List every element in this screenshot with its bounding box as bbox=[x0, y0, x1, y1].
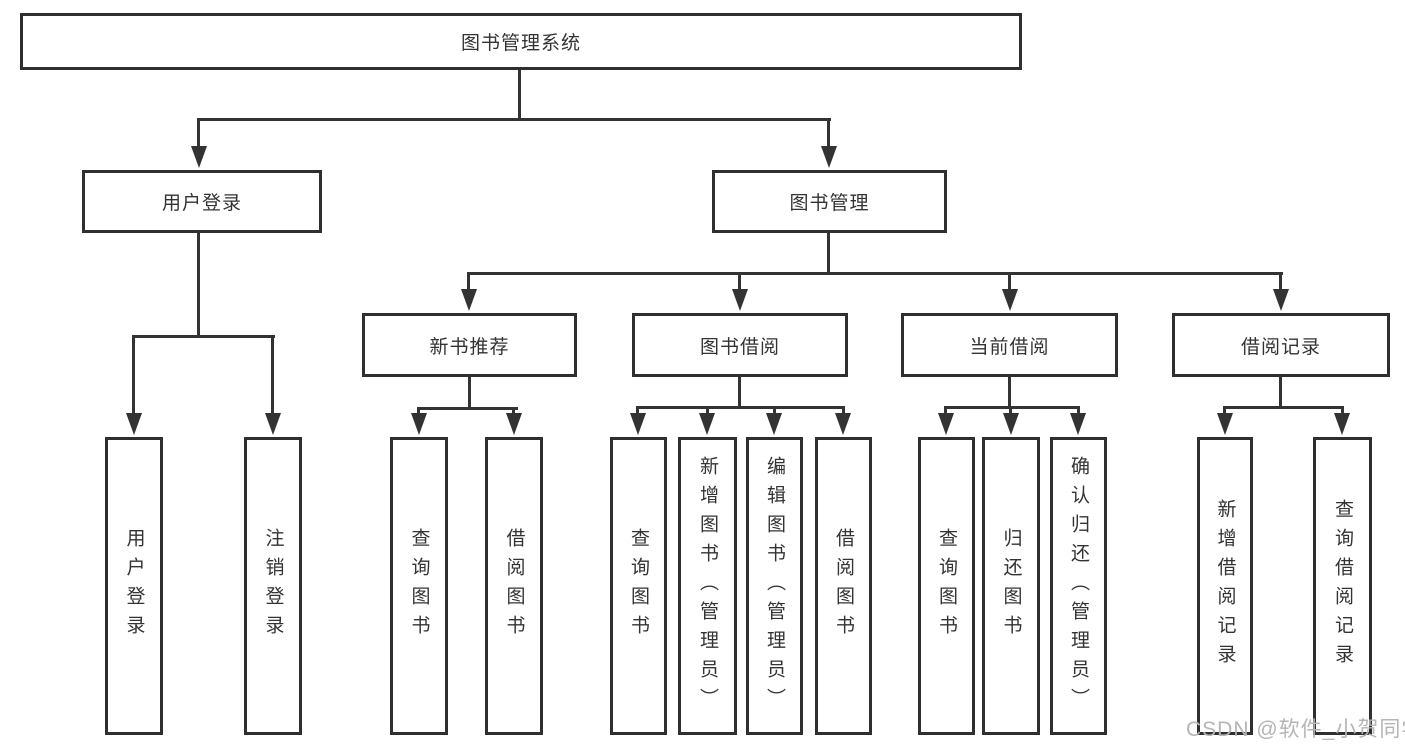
connector-segment bbox=[1008, 377, 1011, 406]
connector-segment bbox=[1223, 406, 1226, 417]
connector-segment bbox=[944, 406, 947, 417]
connector-segment bbox=[417, 407, 518, 410]
connector-segment bbox=[197, 118, 200, 150]
connector-segment bbox=[773, 406, 776, 417]
connector-segment bbox=[1279, 377, 1282, 406]
arrow-down-icon bbox=[1334, 413, 1350, 435]
leaf-label: 借阅图书 bbox=[503, 528, 525, 644]
arrow-down-icon bbox=[1003, 413, 1019, 435]
connector-segment bbox=[467, 272, 1283, 275]
node-user-login: 用户登录 bbox=[82, 170, 322, 233]
leaf-add-borrow-record: 新增借阅记录 bbox=[1197, 437, 1253, 735]
leaf-query-books-recommend: 查询图书 bbox=[390, 437, 448, 735]
arrow-down-icon bbox=[821, 146, 837, 168]
leaf-confirm-return-admin: 确认归还（管理员） bbox=[1050, 437, 1107, 735]
leaf-query-books-borrowing: 查询图书 bbox=[610, 437, 667, 735]
leaf-label: 归还图书 bbox=[1000, 528, 1022, 644]
arrow-down-icon bbox=[699, 413, 715, 435]
connector-segment bbox=[1341, 406, 1344, 417]
connector-segment bbox=[827, 118, 830, 150]
node-book-borrowing: 图书借阅 bbox=[632, 313, 848, 377]
connector-segment bbox=[132, 335, 135, 417]
node-new-book-recommendation: 新书推荐 bbox=[362, 313, 577, 377]
connector-segment bbox=[197, 233, 200, 335]
connector-segment bbox=[512, 407, 515, 417]
arrow-down-icon bbox=[1273, 289, 1289, 311]
connector-segment bbox=[706, 406, 709, 417]
connector-segment bbox=[1008, 272, 1011, 291]
connector-segment bbox=[1009, 406, 1012, 417]
leaf-label: 查询图书 bbox=[628, 528, 649, 644]
connector-segment bbox=[271, 335, 274, 417]
node-book-management: 图书管理 bbox=[712, 170, 947, 233]
leaf-user-login: 用户登录 bbox=[105, 437, 163, 735]
arrow-down-icon bbox=[265, 413, 281, 435]
arrow-down-icon bbox=[461, 289, 477, 311]
connector-segment bbox=[738, 272, 741, 291]
leaf-query-borrow-record: 查询借阅记录 bbox=[1313, 437, 1372, 735]
leaf-label: 编辑图书（管理员） bbox=[764, 455, 785, 717]
leaf-label: 确认归还（管理员） bbox=[1068, 455, 1089, 717]
connector-segment bbox=[842, 406, 845, 417]
leaf-label: 查询图书 bbox=[936, 528, 957, 644]
connector-segment bbox=[417, 407, 420, 417]
leaf-add-books-admin: 新增图书（管理员） bbox=[678, 437, 737, 735]
watermark-text: CSDN @软件_小贺同学 bbox=[1186, 718, 1405, 741]
leaf-edit-books-admin: 编辑图书（管理员） bbox=[746, 437, 803, 735]
leaf-query-books-current: 查询图书 bbox=[918, 437, 975, 735]
arrow-down-icon bbox=[411, 413, 427, 435]
node-current-borrowing: 当前借阅 bbox=[901, 313, 1118, 377]
leaf-logout: 注销登录 bbox=[244, 437, 302, 735]
arrow-down-icon bbox=[938, 413, 954, 435]
node-borrowing-records: 借阅记录 bbox=[1172, 313, 1390, 377]
connector-segment bbox=[827, 233, 830, 272]
leaf-label: 新增图书（管理员） bbox=[697, 455, 718, 717]
leaf-label: 用户登录 bbox=[123, 528, 145, 644]
connector-segment bbox=[944, 406, 1080, 409]
arrow-down-icon bbox=[835, 413, 851, 435]
arrow-down-icon bbox=[732, 289, 748, 311]
arrow-down-icon bbox=[1070, 413, 1086, 435]
arrow-down-icon bbox=[766, 413, 782, 435]
leaf-label: 借阅图书 bbox=[833, 528, 854, 644]
arrow-down-icon bbox=[1217, 413, 1233, 435]
connector-segment bbox=[1077, 406, 1080, 417]
connector-segment bbox=[1223, 406, 1344, 409]
leaf-label: 新增借阅记录 bbox=[1214, 499, 1236, 673]
connector-segment bbox=[197, 118, 831, 121]
connector-segment bbox=[636, 406, 845, 409]
arrow-down-icon bbox=[191, 146, 207, 168]
connector-segment bbox=[132, 335, 275, 338]
arrow-down-icon bbox=[506, 413, 522, 435]
connector-segment bbox=[1279, 272, 1282, 291]
connector-segment bbox=[738, 377, 741, 406]
arrow-down-icon bbox=[1002, 289, 1018, 311]
connector-segment bbox=[636, 406, 639, 417]
connector-segment bbox=[518, 70, 521, 118]
leaf-label: 查询图书 bbox=[408, 528, 430, 644]
node-library-management-system: 图书管理系统 bbox=[20, 13, 1022, 70]
leaf-label: 查询借阅记录 bbox=[1332, 499, 1353, 673]
connector-segment bbox=[468, 377, 471, 407]
leaf-label: 注销登录 bbox=[262, 528, 284, 644]
arrow-down-icon bbox=[126, 413, 142, 435]
arrow-down-icon bbox=[630, 413, 646, 435]
leaf-borrow-books-recommend: 借阅图书 bbox=[485, 437, 543, 735]
leaf-return-books: 归还图书 bbox=[982, 437, 1040, 735]
leaf-borrow-books: 借阅图书 bbox=[815, 437, 872, 735]
connector-segment bbox=[467, 272, 470, 291]
